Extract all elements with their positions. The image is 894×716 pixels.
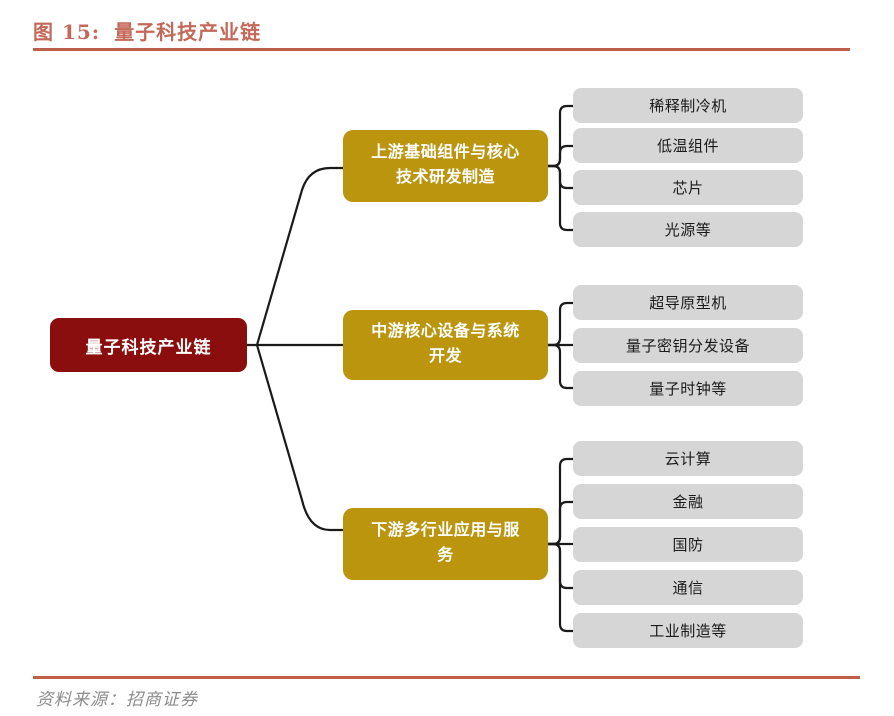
connector-root-to-stage1	[255, 166, 345, 347]
leaf-node: 通信	[573, 570, 803, 605]
leaf-node: 稀释制冷机	[573, 88, 803, 123]
leaf-node-label: 云计算	[664, 451, 712, 468]
connector-stage3-leaf2	[546, 500, 575, 546]
leaf-node: 金融	[573, 484, 803, 519]
stage-node-label-line: 上游基础组件与核心	[371, 144, 520, 162]
leaf-node-label: 稀释制冷机	[649, 98, 727, 115]
leaf-node: 量子时钟等	[573, 371, 803, 406]
source-attribution: 资料来源：招商证券	[36, 690, 198, 710]
leaf-node-label: 量子时钟等	[649, 381, 727, 398]
leaf-node: 芯片	[573, 170, 803, 205]
stage-node-downstream: 下游多行业应用与服 务	[343, 508, 548, 580]
leaf-node-label: 低温组件	[656, 138, 719, 155]
leaf-node-label: 金融	[672, 494, 704, 511]
stage-node-label-line: 技术研发制造	[395, 169, 495, 186]
leaf-node: 超导原型机	[573, 285, 803, 320]
connector-root-to-stage3	[255, 343, 345, 532]
connector-stage1-leaf4	[546, 164, 575, 232]
leaf-node-label: 超导原型机	[649, 295, 727, 312]
leaf-node: 国防	[573, 527, 803, 562]
leaf-node-label: 芯片	[672, 180, 704, 197]
leaf-node: 低温组件	[573, 128, 803, 163]
stage-node-upstream: 上游基础组件与核心 技术研发制造	[343, 130, 548, 202]
leaf-node-label: 通信	[672, 580, 704, 597]
title-divider-line	[33, 48, 850, 51]
connector-stage3-leaf5	[546, 542, 575, 633]
leaf-node: 光源等	[573, 212, 803, 247]
stage-node-label-line: 务	[437, 547, 454, 564]
stage-node-label-line: 开发	[428, 348, 462, 365]
connector-stage2-leaf3	[546, 343, 575, 390]
leaf-node: 量子密钥分发设备	[573, 328, 803, 363]
figure-caption: 图 15: 量子科技产业链	[33, 16, 261, 45]
figure-number-label: 图 15:	[33, 20, 101, 44]
stage-node-label-line: 中游核心设备与系统	[371, 323, 520, 341]
leaf-node-label: 工业制造等	[649, 623, 727, 640]
figure-title-text: 量子科技产业链	[114, 20, 262, 44]
root-node-label: 量子科技产业链	[85, 337, 212, 357]
stage-node-midstream: 中游核心设备与系统 开发	[343, 310, 548, 380]
root-node-quantum-industry-chain: 量子科技产业链	[50, 318, 247, 372]
stage-node-label-line: 下游多行业应用与服	[371, 522, 520, 540]
leaf-node: 云计算	[573, 441, 803, 476]
leaf-node-label: 国防	[672, 537, 704, 554]
leaf-node: 工业制造等	[573, 613, 803, 648]
leaf-node-label: 量子密钥分发设备	[625, 338, 750, 355]
source-divider-line	[33, 676, 860, 679]
connector-stage1-leaf2	[546, 144, 575, 168]
connector-stage2-leaf1	[546, 301, 575, 347]
leaf-node-label: 光源等	[664, 222, 712, 239]
